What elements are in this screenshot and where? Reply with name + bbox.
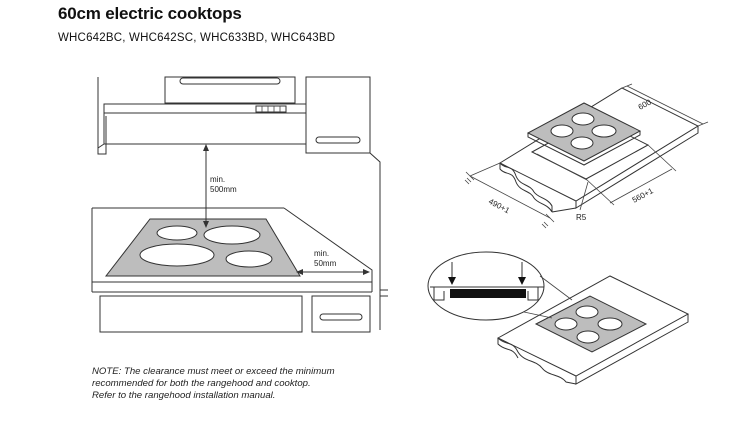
cooktop-section [450, 289, 526, 298]
left-wall-cabinet [97, 77, 107, 155]
cooktop-floating [526, 102, 642, 162]
hotplate-front-right [225, 250, 273, 268]
clearance-note: NOTE: The clearance must meet or exceed … [92, 366, 392, 402]
radius-label: R5 [576, 213, 587, 222]
vertical-clearance-value: 500mm [210, 185, 237, 194]
rangehood [103, 103, 307, 145]
detail-callout [427, 251, 545, 321]
install-diagram [427, 251, 690, 385]
rangehood-controls [255, 105, 287, 113]
width-dimension-label: 600 [637, 97, 653, 111]
right-cabinet-handle [315, 136, 361, 144]
depth-dimension-label: 490+1 [487, 197, 512, 216]
model-list: WHC642BC, WHC642SC, WHC633BD, WHC643BD [58, 32, 336, 44]
hotplate-back-right [203, 225, 261, 245]
lower-drawer-right [311, 295, 371, 333]
note-line-3: Refer to the rangehood installation manu… [92, 390, 276, 401]
side-clearance-label: min. [314, 249, 329, 258]
lower-drawer-handle [319, 313, 363, 321]
cut-width-dimension-label: 560+1 [631, 186, 656, 205]
note-line-2: recommended for both the rangehood and c… [92, 378, 311, 389]
hotplate-back-left [156, 225, 198, 241]
right-wall-cabinet [305, 76, 371, 154]
side-clearance-value: 50mm [314, 259, 337, 268]
lower-drawer-left [99, 295, 303, 333]
vertical-clearance-label: min. [210, 175, 225, 184]
right-side-panel [369, 77, 381, 330]
benchtop-break-edge [499, 162, 553, 212]
upper-cabinet [164, 76, 296, 104]
kitchen-illustration: min. 500mm min. 50mm [91, 76, 388, 333]
page-title: 60cm electric cooktops [58, 4, 242, 23]
upper-cabinet-handle [179, 77, 281, 85]
note-line-1: NOTE: The clearance must meet or exceed … [92, 366, 335, 377]
hotplate-front-left [139, 243, 215, 267]
install-cooktop [534, 295, 648, 353]
cutout-diagram: 600 490+1 560+1 R5 [464, 83, 709, 229]
